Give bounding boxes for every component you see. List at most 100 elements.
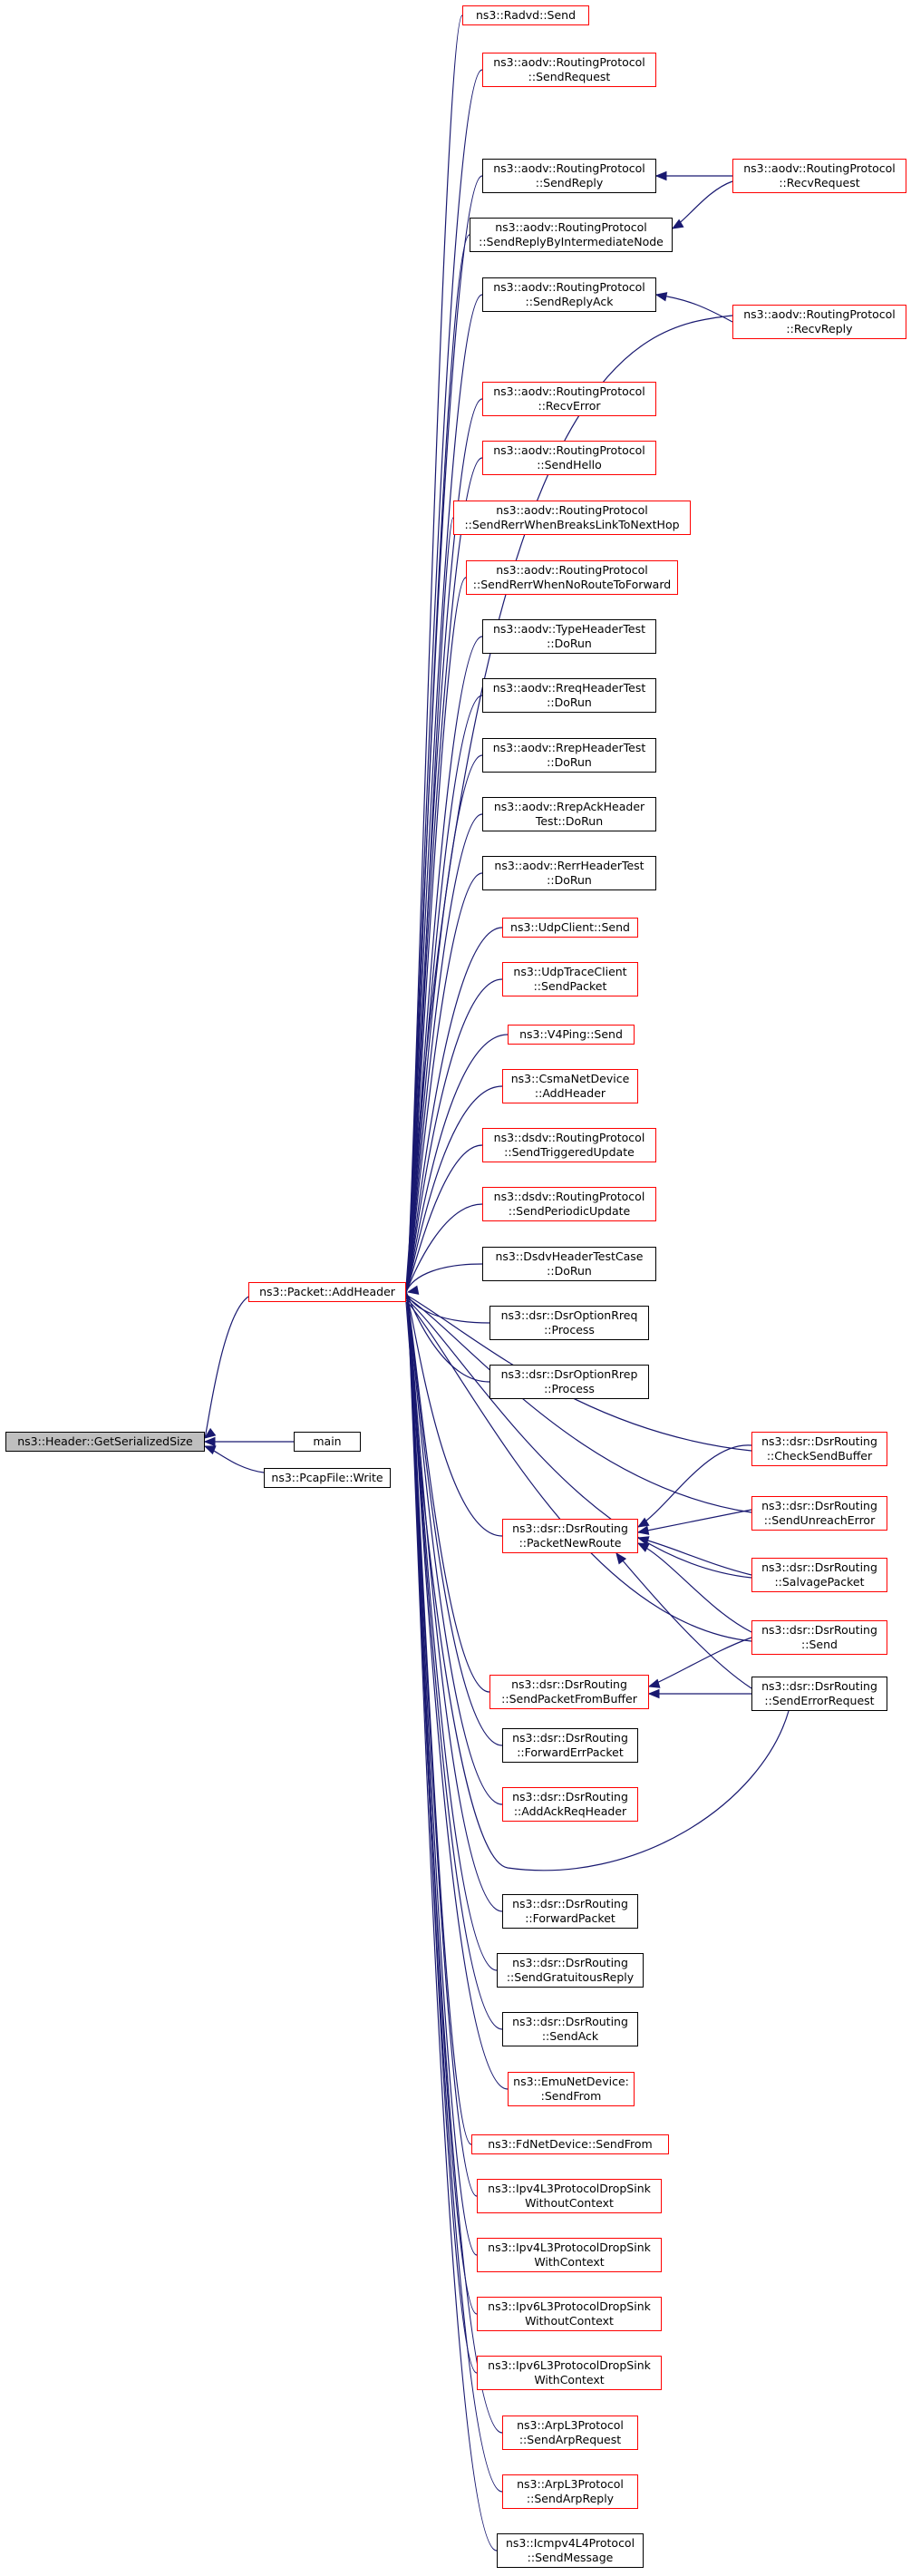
node-dsrrouting-packetnewroute[interactable]: ns3::dsr::DsrRouting::PacketNewRoute — [502, 1519, 638, 1553]
node-label: ns3::dsr::DsrOptionRreq — [500, 1308, 638, 1322]
node-label: ns3::dsr::DsrRouting — [512, 1897, 628, 1910]
node-pcapfile-write[interactable]: ns3::PcapFile::Write — [264, 1468, 391, 1488]
node-dsdv-sendtriggeredupdate[interactable]: ns3::dsdv::RoutingProtocol::SendTriggere… — [482, 1128, 656, 1162]
node-label: ns3::Radvd::Send — [475, 8, 577, 22]
node-label: ::DoRun — [547, 1264, 592, 1278]
node-label: main — [313, 1434, 342, 1448]
node-label: ns3::aodv::RoutingProtocol — [493, 384, 645, 398]
node-aodv-sendrerrwhenbreakslinktonexthop[interactable]: ns3::aodv::RoutingProtocol::SendRerrWhen… — [453, 501, 691, 535]
node-aodv-sendrerrwhennoroutetoforward[interactable]: ns3::aodv::RoutingProtocol::SendRerrWhen… — [466, 560, 678, 595]
node-aodv-rreqheadertest-dorun[interactable]: ns3::aodv::RreqHeaderTest::DoRun — [482, 678, 656, 713]
edge-arrowhead — [636, 1525, 650, 1535]
node-label: ns3::dsr::DsrRouting — [761, 1560, 877, 1574]
node-label: ::SendRerrWhenBreaksLinkToNextHop — [464, 518, 680, 531]
node-label: ::AddAckReqHeader — [513, 1804, 627, 1818]
node-label: ::SendPeriodicUpdate — [508, 1204, 631, 1218]
node-udpclient-send[interactable]: ns3::UdpClient::Send — [502, 918, 638, 938]
node-label: ns3::aodv::RoutingProtocol — [496, 563, 648, 577]
call-edge — [405, 1291, 503, 1805]
node-aodv-recvreply[interactable]: ns3::aodv::RoutingProtocol::RecvReply — [732, 305, 906, 339]
node-label: ns3::ArpL3Protocol — [517, 2477, 624, 2491]
edge-arrowhead — [654, 292, 668, 302]
node-label: WithoutContext — [525, 2196, 614, 2210]
node-dsrrouting-forwarderrpacket[interactable]: ns3::dsr::DsrRouting::ForwardErrPacket — [502, 1728, 638, 1763]
node-dsrrouting-senderrorrequest[interactable]: ns3::dsr::DsrRouting::SendErrorRequest — [751, 1677, 887, 1711]
node-dsrrouting-checksendbuffer[interactable]: ns3::dsr::DsrRouting::CheckSendBuffer — [751, 1432, 887, 1466]
node-aodv-sendreplyack[interactable]: ns3::aodv::RoutingProtocol::SendReplyAck — [482, 277, 656, 312]
node-label: ns3::aodv::RrepAckHeader — [493, 800, 645, 813]
edge-arrowhead — [671, 219, 684, 229]
node-label: ::SendReplyAck — [525, 295, 614, 308]
node-label: ns3::aodv::RoutingProtocol — [743, 307, 896, 321]
node-csmanetdevice-addheader[interactable]: ns3::CsmaNetDevice::AddHeader — [502, 1069, 638, 1103]
call-edge — [655, 294, 733, 323]
node-label: ns3::aodv::RerrHeaderTest — [494, 859, 644, 872]
node-aodv-rerrheadertest-dorun[interactable]: ns3::aodv::RerrHeaderTest::DoRun — [482, 856, 656, 890]
node-label: ns3::V4Ping::Send — [519, 1027, 623, 1041]
node-label: WithContext — [534, 2373, 605, 2386]
call-edge — [672, 180, 733, 229]
node-dsrrouting-send[interactable]: ns3::dsr::DsrRouting::Send — [751, 1620, 887, 1655]
node-label: ::SendRerrWhenNoRouteToForward — [472, 578, 672, 591]
node-label: WithoutContext — [525, 2314, 614, 2328]
node-label: ::SendUnreachError — [763, 1513, 876, 1527]
call-edge — [637, 1542, 752, 1633]
edge-arrowhead — [647, 1678, 661, 1688]
node-aodv-recverror[interactable]: ns3::aodv::RoutingProtocol::RecvError — [482, 382, 656, 416]
node-label: ::PacketNewRoute — [518, 1536, 622, 1550]
node-label: WithContext — [534, 2255, 605, 2269]
node-dsrrouting-salvagepacket[interactable]: ns3::dsr::DsrRouting::SalvagePacket — [751, 1558, 887, 1592]
node-v4ping-send[interactable]: ns3::V4Ping::Send — [508, 1025, 635, 1045]
node-dsdvheadertestcase-dorun[interactable]: ns3::DsdvHeaderTestCase::DoRun — [482, 1247, 656, 1281]
call-edge — [648, 1637, 752, 1687]
node-dsroptionrreq-process[interactable]: ns3::dsr::DsrOptionRreq::Process — [489, 1306, 649, 1340]
node-label: ns3::dsr::DsrRouting — [511, 1677, 627, 1691]
node-label: ns3::CsmaNetDevice — [510, 1072, 630, 1085]
node-aodv-sendreplybyintermediatenode[interactable]: ns3::aodv::RoutingProtocol::SendReplyByI… — [470, 218, 673, 252]
node-dsrrouting-sendgratuitousreply[interactable]: ns3::dsr::DsrRouting::SendGratuitousRepl… — [497, 1953, 644, 1988]
node-label: ::SalvagePacket — [774, 1575, 865, 1589]
call-edge — [405, 1291, 503, 1537]
node-dsrrouting-sendack[interactable]: ns3::dsr::DsrRouting::SendAck — [502, 2012, 638, 2046]
node-arpl3protocol-sendarpreply[interactable]: ns3::ArpL3Protocol::SendArpReply — [502, 2474, 638, 2509]
node-aodv-sendrequest[interactable]: ns3::aodv::RoutingProtocol::SendRequest — [482, 53, 656, 87]
node-main[interactable]: main — [294, 1432, 361, 1452]
node-aodv-typeheadertest-dorun[interactable]: ns3::aodv::TypeHeaderTest::DoRun — [482, 619, 656, 654]
node-label: ::AddHeader — [534, 1086, 606, 1100]
node-arpl3protocol-sendarprequest[interactable]: ns3::ArpL3Protocol::SendArpRequest — [502, 2416, 638, 2450]
node-label: ns3::dsr::DsrOptionRrep — [500, 1367, 638, 1381]
node-aodv-recvrequest[interactable]: ns3::aodv::RoutingProtocol::RecvRequest — [732, 159, 906, 193]
node-emunetdevice-sendfrom[interactable]: ns3::EmuNetDevice::SendFrom — [508, 2072, 635, 2106]
call-edge — [405, 1263, 483, 1293]
node-dsrrouting-sendunreacherror[interactable]: ns3::dsr::DsrRouting::SendUnreachError — [751, 1496, 887, 1531]
node-dsrrouting-addackreqheader[interactable]: ns3::dsr::DsrRouting::AddAckReqHeader — [502, 1787, 638, 1822]
call-edge — [405, 1291, 498, 2552]
node-label: ::SendReply — [535, 176, 604, 190]
node-label: ::SendPacketFromBuffer — [501, 1692, 637, 1706]
node-dsroptionrrep-process[interactable]: ns3::dsr::DsrOptionRrep::Process — [489, 1365, 649, 1399]
node-aodv-sendhello[interactable]: ns3::aodv::RoutingProtocol::SendHello — [482, 441, 656, 475]
node-label: ns3::UdpClient::Send — [510, 920, 630, 934]
node-aodv-sendreply[interactable]: ns3::aodv::RoutingProtocol::SendReply — [482, 159, 656, 193]
node-label: ::SendRequest — [528, 70, 611, 83]
node-fdnetdevice-sendfrom[interactable]: ns3::FdNetDevice::SendFrom — [471, 2134, 669, 2154]
node-label: ns3::dsdv::RoutingProtocol — [493, 1131, 645, 1144]
node-udptraceclient-sendpacket[interactable]: ns3::UdpTraceClient::SendPacket — [502, 962, 638, 996]
node-dsdv-sendperiodicupdate[interactable]: ns3::dsdv::RoutingProtocol::SendPeriodic… — [482, 1187, 656, 1221]
node-aodv-rrepheadertest-dorun[interactable]: ns3::aodv::RrepHeaderTest::DoRun — [482, 738, 656, 773]
node-dsrrouting-sendpacketfrombuffer[interactable]: ns3::dsr::DsrRouting::SendPacketFromBuff… — [489, 1675, 649, 1709]
node-dsrrouting-forwardpacket[interactable]: ns3::dsr::DsrRouting::ForwardPacket — [502, 1894, 638, 1929]
node-icmpv4l4protocol-sendmessage[interactable]: ns3::Icmpv4L4Protocol::SendMessage — [497, 2533, 644, 2568]
call-edge — [637, 1444, 752, 1528]
node-label: ::RecvError — [538, 399, 601, 413]
node-label: ns3::dsr::DsrRouting — [761, 1623, 877, 1637]
node-packet-addheader[interactable]: ns3::Packet::AddHeader — [248, 1282, 406, 1302]
node-radvd-send[interactable]: ns3::Radvd::Send — [462, 5, 589, 25]
node-label: ns3::dsr::DsrRouting — [512, 1731, 628, 1745]
node-label: ns3::EmuNetDevice: — [513, 2075, 629, 2088]
